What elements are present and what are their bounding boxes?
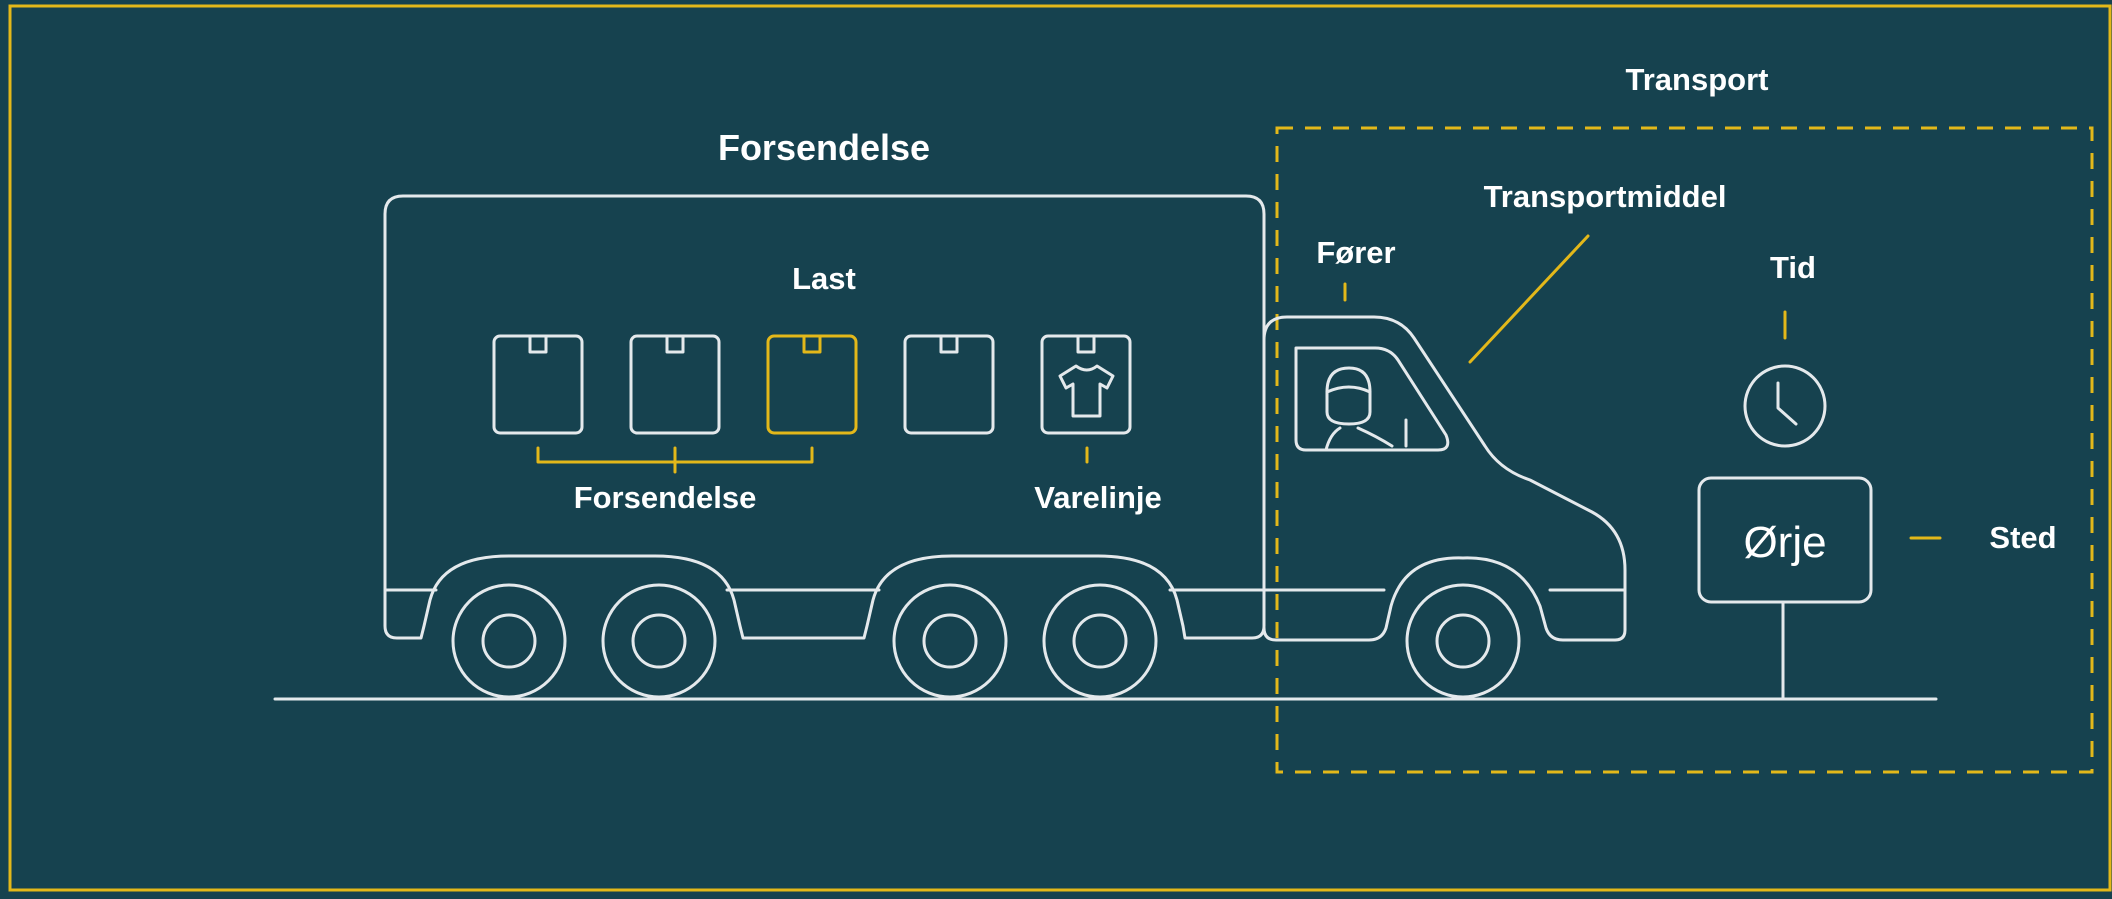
driver-icon (1326, 368, 1406, 450)
forsendelse-title: Forsendelse (718, 127, 930, 168)
forsendelse-bracket (538, 448, 812, 472)
truck-cab (1264, 317, 1625, 640)
forer-label: Fører (1316, 235, 1395, 270)
transportmiddel-connector (1470, 236, 1588, 362)
wheel (894, 585, 1006, 697)
wheel (1407, 585, 1519, 697)
wheel (453, 585, 565, 697)
sted-label: Sted (1989, 520, 2056, 555)
forsendelse-group-label: Forsendelse (574, 480, 757, 515)
wheel (603, 585, 715, 697)
outer-frame (10, 6, 2110, 890)
package-icon (494, 336, 582, 433)
transportmiddel-label: Transportmiddel (1484, 179, 1727, 214)
varelinje-label: Varelinje (1034, 480, 1162, 515)
clock-icon (1745, 366, 1825, 446)
tid-label: Tid (1770, 250, 1816, 285)
last-label: Last (792, 261, 856, 296)
wheel (1044, 585, 1156, 697)
package-icon (905, 336, 993, 433)
place-sign-text: Ørje (1743, 518, 1826, 567)
tshirt-package-icon (1042, 336, 1130, 433)
signpost-icon (1699, 478, 1871, 699)
package-icon (631, 336, 719, 433)
package-icon-highlighted (768, 336, 856, 433)
transport-label: Transport (1626, 62, 1769, 97)
